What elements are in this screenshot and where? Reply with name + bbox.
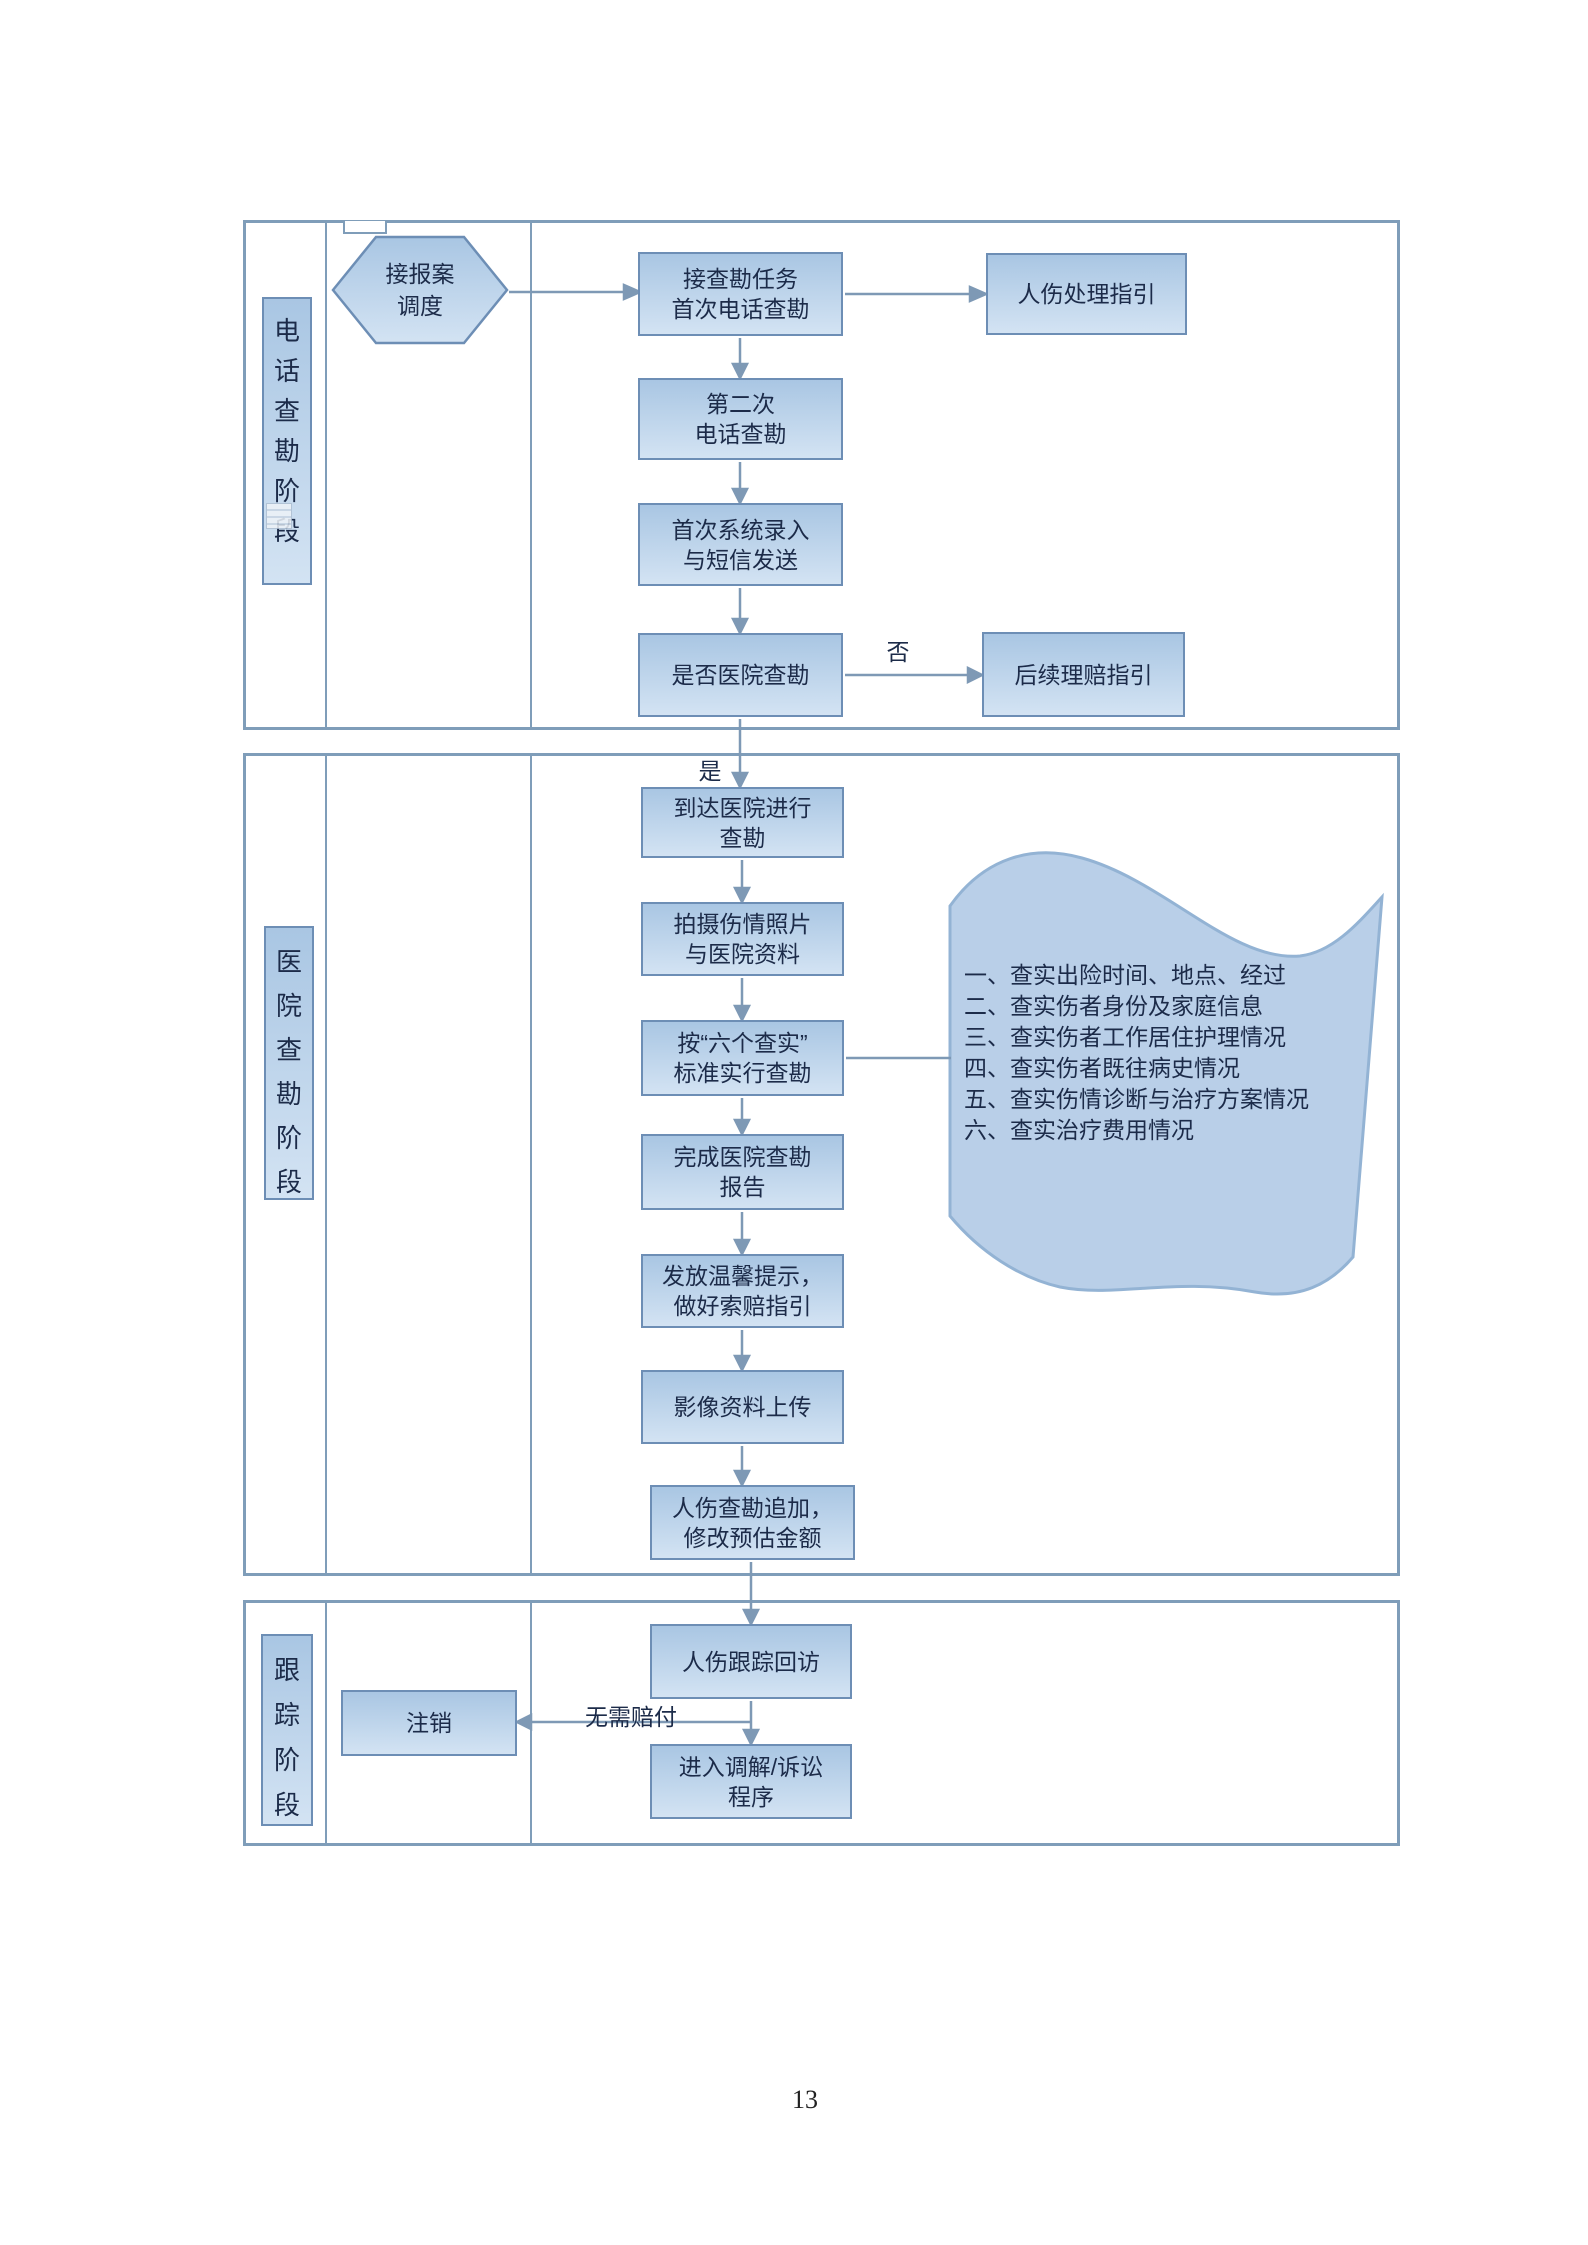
edge-label-yes: 是 [698, 758, 722, 784]
edge-label-no-payment: 无需赔付 [585, 1704, 677, 1730]
scan-artifact [343, 221, 387, 234]
lane-section-phone-survey [243, 220, 1400, 730]
node-hospital-decision: 是否医院查勘 [638, 633, 843, 717]
node-arrive-hospital: 到达医院进行 查勘 [641, 787, 844, 858]
node-dispatch: 接报案 调度 [385, 261, 455, 319]
callout-six-checks-list: 一、查实出险时间、地点、经过 二、查实伤者身份及家庭信息 三、查实伤者工作居住护… [964, 960, 1374, 1146]
node-followup-guide: 后续理赔指引 [982, 632, 1185, 717]
divider [530, 220, 532, 730]
scan-artifact-icon [266, 503, 292, 529]
lane-label-phone-survey: 电话查勘阶段 [262, 297, 312, 585]
node-finish-report: 完成医院查勘 报告 [641, 1134, 844, 1210]
callout-item: 二、查实伤者身份及家庭信息 [964, 993, 1263, 1019]
lane-section-tracking [243, 1600, 1400, 1846]
divider [325, 220, 327, 730]
divider [325, 1600, 327, 1846]
node-system-entry: 首次系统录入 与短信发送 [638, 503, 843, 586]
node-injury-guide: 人伤处理指引 [986, 253, 1187, 335]
callout-item: 五、查实伤情诊断与治疗方案情况 [964, 1086, 1309, 1112]
callout-item: 六、查实治疗费用情况 [964, 1117, 1194, 1143]
callout-item: 三、查实伤者工作居住护理情况 [964, 1024, 1286, 1050]
page-number: 13 [792, 2085, 818, 2114]
node-second-call: 第二次 电话查勘 [638, 378, 843, 460]
node-follow-visit: 人伤跟踪回访 [650, 1624, 852, 1699]
lane-section-hospital-survey [243, 753, 1400, 1576]
divider [530, 1600, 532, 1846]
lane-label-hospital-survey: 医院查勘阶段 [264, 926, 314, 1200]
divider [325, 753, 327, 1576]
divider [530, 753, 532, 1576]
node-survey-append: 人伤查勘追加， 修改预估金额 [650, 1485, 855, 1560]
node-cancel: 注销 [341, 1690, 517, 1756]
callout-item: 四、查实伤者既往病史情况 [964, 1055, 1240, 1081]
node-take-photos: 拍摄伤情照片 与医院资料 [641, 902, 844, 976]
lane-label-tracking: 跟踪阶段 [261, 1634, 313, 1826]
node-survey-task: 接查勘任务 首次电话查勘 [638, 252, 843, 336]
node-warm-tips: 发放温馨提示， 做好索赔指引 [641, 1254, 844, 1328]
node-mediation: 进入调解/诉讼 程序 [650, 1744, 852, 1819]
node-upload-media: 影像资料上传 [641, 1370, 844, 1444]
node-six-checks: 按“六个查实” 标准实行查勘 [641, 1020, 844, 1096]
edge-label-no: 否 [886, 639, 910, 665]
callout-item: 一、查实出险时间、地点、经过 [964, 962, 1286, 988]
